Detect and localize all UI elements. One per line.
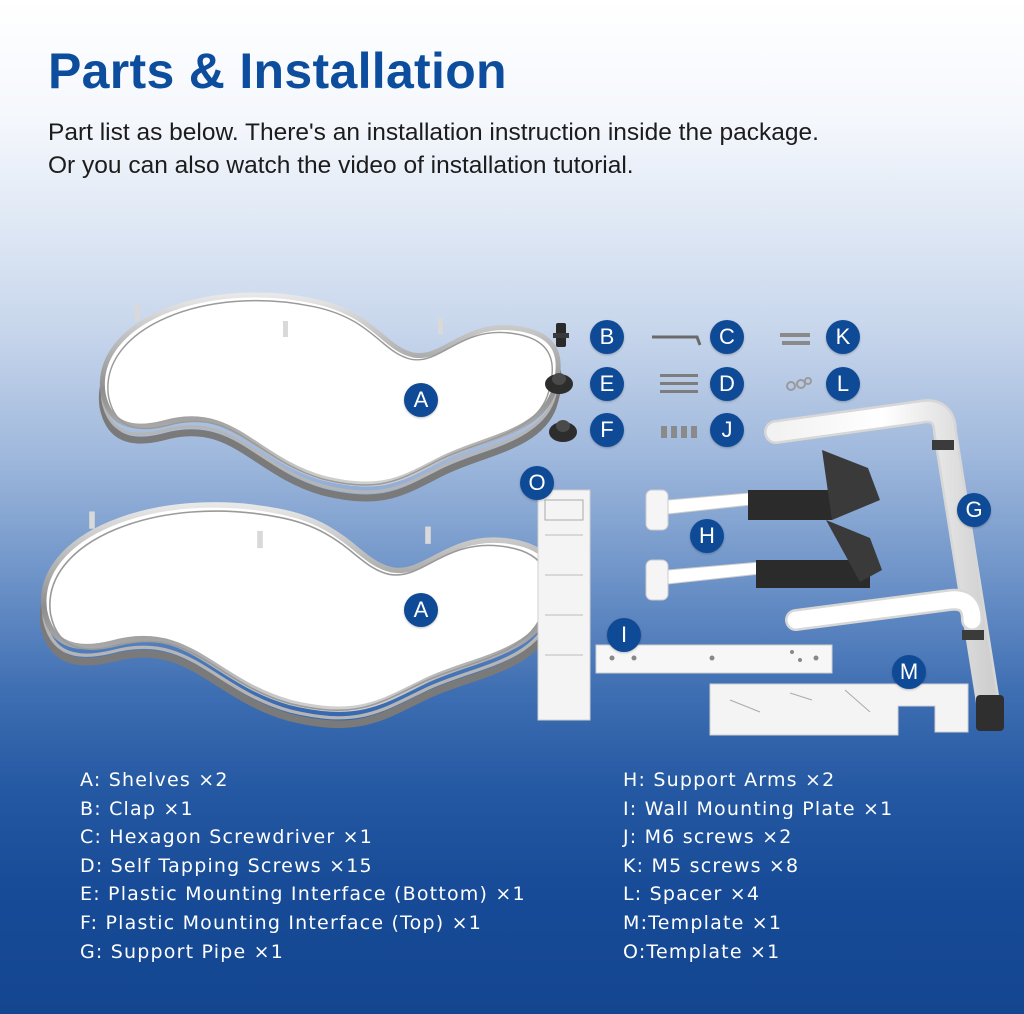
- screws-illustration: [660, 374, 698, 393]
- screwdriver-illustration: [652, 335, 702, 346]
- part-label-m: M: [892, 655, 926, 689]
- part-label-i: I: [607, 618, 641, 652]
- shelf-illustration: [44, 505, 555, 724]
- part-label-a: A: [404, 383, 438, 417]
- part-label-b: B: [590, 320, 624, 354]
- mounting-interface-illustration: [545, 373, 573, 394]
- support-pipe-illustration: [764, 399, 1004, 731]
- parts-list-item: E: Plastic Mounting Interface (Bottom) ×…: [80, 883, 526, 906]
- part-label-l: L: [826, 367, 860, 401]
- parts-list-item: M:Template ×1: [623, 911, 783, 934]
- part-label-f: F: [590, 413, 624, 447]
- screws-illustration: [780, 333, 810, 345]
- parts-list-item: J: M6 screws ×2: [623, 826, 793, 849]
- parts-list-item: B: Clap ×1: [80, 797, 194, 820]
- page-title: Parts & Installation: [48, 43, 507, 99]
- page-subtitle: Part list as below. There's an installat…: [48, 116, 819, 182]
- mounting-plate-illustration: [595, 644, 833, 674]
- parts-list-item: O:Template ×1: [623, 940, 781, 963]
- part-label-j: J: [710, 413, 744, 447]
- part-label-k: K: [826, 320, 860, 354]
- screws-illustration: [786, 377, 812, 391]
- parts-list-item: C: Hexagon Screwdriver ×1: [80, 826, 374, 849]
- parts-list-item: F: Plastic Mounting Interface (Top) ×1: [80, 911, 482, 934]
- part-label-c: C: [710, 320, 744, 354]
- parts-list-item: I: Wall Mounting Plate ×1: [623, 797, 894, 820]
- part-label-h: H: [690, 519, 724, 553]
- template-illustration: [709, 683, 969, 736]
- part-label-d: D: [710, 367, 744, 401]
- shelf-illustration: [102, 295, 558, 498]
- mounting-interface-illustration: [549, 420, 577, 442]
- part-label-g: G: [957, 493, 991, 527]
- subtitle-line-2: Or you can also watch the video of insta…: [48, 152, 634, 179]
- part-label-o: O: [520, 466, 554, 500]
- part-label-a: A: [404, 593, 438, 627]
- parts-list-item: K: M5 screws ×8: [623, 854, 800, 877]
- part-label-e: E: [590, 367, 624, 401]
- parts-list-left: A: Shelves ×2 B: Clap ×1 C: Hexagon Scre…: [80, 766, 526, 966]
- clamp-illustration: [553, 323, 569, 347]
- parts-list-item: A: Shelves ×2: [80, 769, 229, 791]
- parts-list-item: L: Spacer ×4: [623, 883, 761, 906]
- parts-list-item: G: Support Pipe ×1: [80, 940, 285, 963]
- screws-illustration: [661, 426, 697, 438]
- parts-list-item: H: Support Arms ×2: [623, 769, 836, 791]
- parts-list-item: D: Self Tapping Screws ×15: [80, 854, 373, 877]
- template-illustration: [537, 489, 591, 721]
- support-arm-illustration: [645, 450, 882, 601]
- subtitle-line-1: Part list as below. There's an installat…: [48, 119, 819, 146]
- parts-list-right: H: Support Arms ×2 I: Wall Mounting Plat…: [623, 766, 893, 966]
